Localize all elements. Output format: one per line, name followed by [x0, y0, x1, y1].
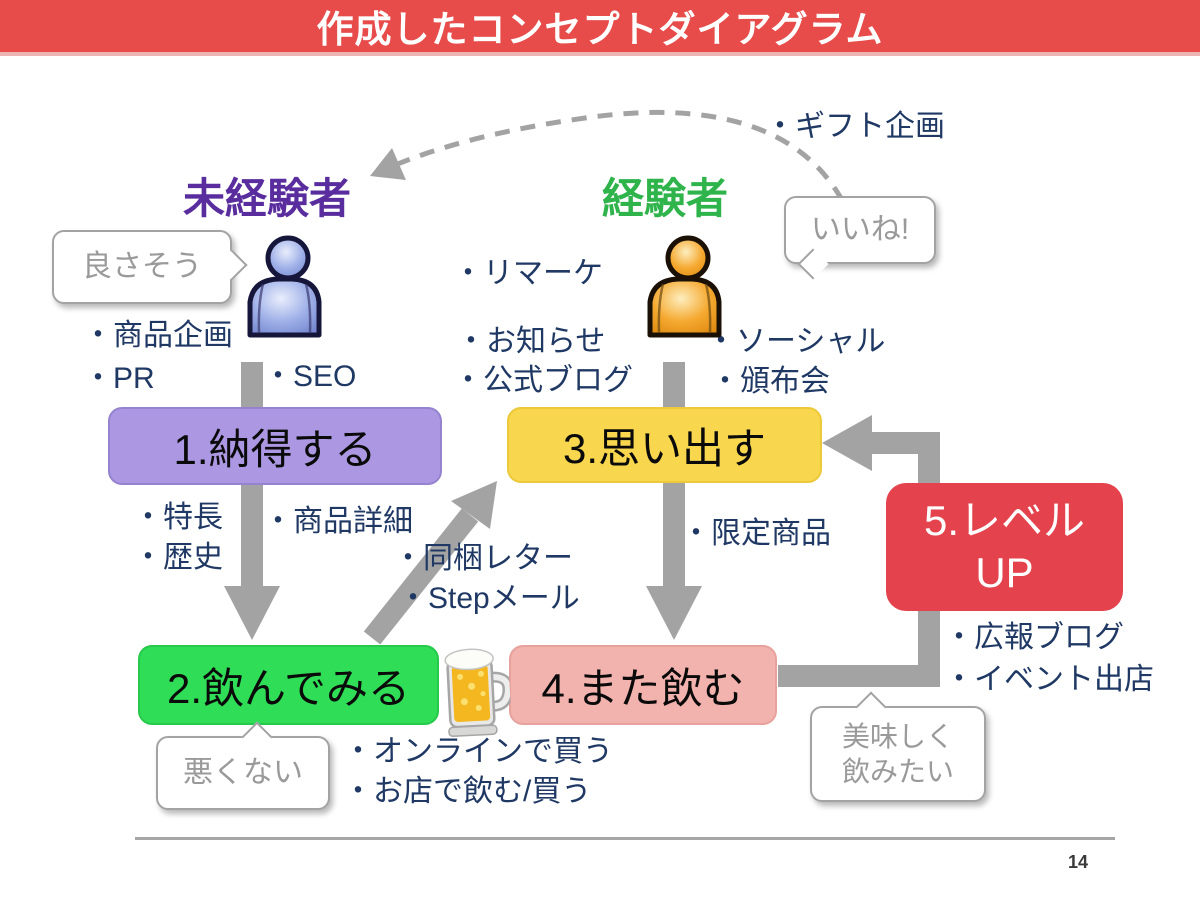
bullet-oshirase: ・お知らせ: [456, 325, 606, 358]
step-4-label: 4.また飲む: [541, 664, 745, 712]
speech-bubble-iine: いいね!: [784, 196, 936, 280]
bullet-shohin-kikaku: ・商品企画: [83, 319, 233, 352]
bubble-tail: [855, 691, 887, 723]
bullet-rekishi: ・歴史: [133, 541, 223, 574]
speech-bubble-oishiku-nomitai: 美味しく 飲みたい: [810, 691, 986, 802]
bullet-step-mail: ・Stepメール: [398, 582, 580, 615]
bullet-seo: ・SEO: [263, 360, 357, 393]
bullet-remarketing: ・リマーケ: [453, 257, 603, 290]
person-icon-blue: [247, 235, 322, 338]
footer-divider: [135, 837, 1115, 840]
header-bar: 作成したコンセプトダイアグラム: [0, 0, 1200, 56]
bubble-tail: [797, 248, 829, 280]
speech-bubble-yosasou-text: 良さそう: [82, 250, 202, 284]
step-2-label: 2.飲んでみる: [167, 664, 410, 712]
bullet-social: ・ソーシャル: [706, 325, 886, 358]
beer-mug-icon: [444, 648, 513, 738]
speech-bubble-oishiku-line1: 美味しく: [841, 721, 954, 752]
speech-bubble-iine-text: いいね!: [810, 213, 910, 247]
step-5-label-line1: 5.レベル: [923, 496, 1086, 544]
bullet-tokucho: ・特長: [133, 501, 223, 534]
bullet-pr: ・PR: [83, 362, 155, 395]
speech-bubble-warukunai: 悪くない: [156, 721, 330, 810]
step-box-3-omoidasu: 3.思い出す: [507, 407, 822, 483]
speech-bubble-warukunai-text: 悪くない: [183, 756, 303, 790]
speech-bubble-oishiku-line2: 飲みたい: [841, 756, 954, 787]
bullet-omise-nomu-kau: ・お店で飲む/買う: [343, 775, 592, 808]
persona-label-experienced: 経験者: [602, 175, 729, 222]
page-number: 14: [1068, 852, 1089, 872]
bullet-hanpukai: ・頒布会: [710, 365, 830, 398]
bullet-gift-kikaku: ・ギフト企画: [765, 110, 945, 143]
bullet-online-kau: ・オンラインで買う: [343, 735, 613, 768]
step-box-4-matanomu: 4.また飲む: [509, 645, 777, 725]
arrow-experienced-to-step4: [646, 362, 702, 640]
bubble-tail: [241, 721, 273, 753]
bullet-event-shutten: ・イベント出店: [944, 663, 1154, 696]
persona-label-newcomer: 未経験者: [183, 175, 352, 222]
bullet-gentei-shohin: ・限定商品: [681, 517, 831, 550]
step-box-5-levelup: 5.レベル UP: [886, 483, 1123, 611]
bullet-dokon-letter: ・同梱レター: [393, 542, 573, 575]
step-5-label-line2: UP: [975, 549, 1034, 596]
step-3-label: 3.思い出す: [562, 424, 767, 472]
bullet-koho-blog: ・広報ブログ: [944, 621, 1124, 654]
page-title: 作成したコンセプトダイアグラム: [316, 9, 884, 50]
step-box-1-nattoku: 1.納得する: [108, 407, 442, 485]
person-icon-orange: [647, 235, 722, 338]
step-1-label: 1.納得する: [173, 425, 377, 473]
bullet-shohin-shosai: ・商品詳細: [263, 505, 413, 538]
speech-bubble-yosasou: 良さそう: [52, 230, 248, 304]
step-box-2-nondemiru: 2.飲んでみる: [138, 645, 439, 725]
bullet-official-blog: ・公式ブログ: [453, 364, 633, 397]
